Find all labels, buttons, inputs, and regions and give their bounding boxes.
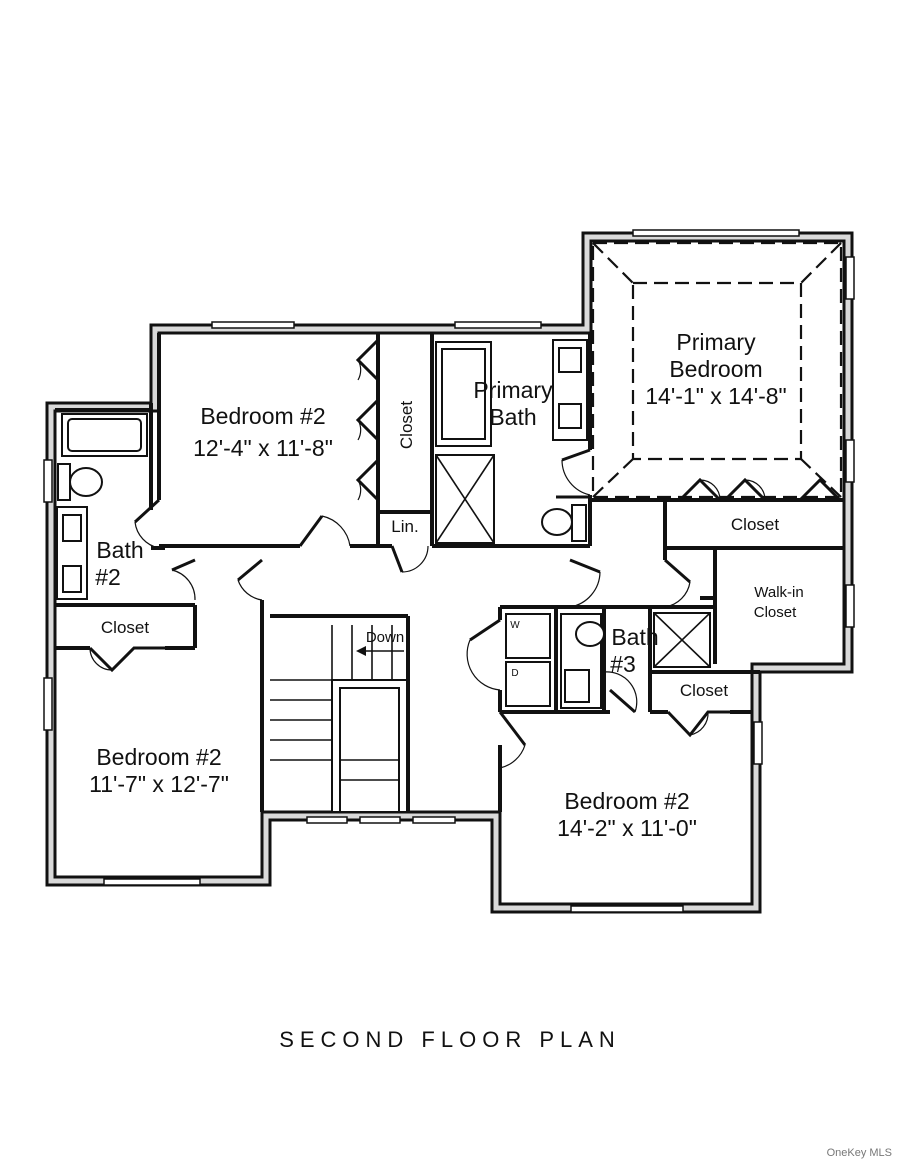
bath2-line1: Bath [96, 537, 143, 563]
bedroom-right-dims: 14'-2" x 11'-0" [557, 815, 697, 841]
closet-bath3-label: Closet [680, 681, 728, 700]
bath2-line2: #2 [95, 564, 121, 590]
primary-bedroom-name-1: Primary [676, 329, 756, 355]
tray-ceiling [591, 241, 843, 499]
bath2-fixtures [56, 413, 148, 600]
washer-label: W [510, 620, 520, 631]
bedroom-left-label: Bedroom #2 11'-7" x 12'-7" [89, 744, 229, 797]
bath2-label: Bath #2 [95, 537, 143, 590]
closet-primary-label: Closet [731, 515, 779, 534]
doors [88, 338, 842, 769]
walkin-label-2: Closet [754, 604, 797, 621]
bath3-line1: Bath [611, 624, 658, 650]
bedroom-top-dims: 12'-4" x 11'-8" [193, 435, 333, 461]
closet-left-label: Closet [101, 618, 149, 637]
bedroom-right-name: Bedroom #2 [564, 788, 689, 814]
primary-bedroom-name-2: Bedroom [669, 356, 762, 382]
bath3-label: Bath #3 [610, 624, 658, 677]
watermark: OneKey MLS [826, 1147, 892, 1159]
linen-label: Lin. [391, 517, 418, 536]
bath3-fixtures [505, 612, 711, 709]
window-set [43, 229, 855, 913]
primary-bedroom-label: Primary Bedroom 14'-1" x 14'-8" [645, 329, 786, 409]
primary-bedroom-dims: 14'-1" x 14'-8" [645, 383, 786, 409]
primary-bath-line1: Primary [473, 377, 553, 403]
closet-vertical-label: Closet [397, 401, 416, 449]
bedroom-left-dims: 11'-7" x 12'-7" [89, 771, 229, 797]
plan-title: SECOND FLOOR PLAN [279, 1027, 621, 1052]
bath3-line2: #3 [610, 651, 636, 677]
bedroom-left-name: Bedroom #2 [96, 744, 221, 770]
walkin-label-1: Walk-in [754, 584, 803, 601]
stairs [270, 625, 408, 813]
bedroom-top-name: Bedroom #2 [200, 403, 325, 429]
bedroom-top-label: Bedroom #2 12'-4" x 11'-8" [193, 403, 333, 461]
dryer-label: D [511, 668, 518, 679]
primary-bath-fixtures [435, 339, 588, 544]
bedroom-right-label: Bedroom #2 14'-2" x 11'-0" [557, 788, 697, 841]
primary-bath-label: Primary Bath [473, 377, 553, 430]
stairs-down-label: Down [366, 629, 404, 646]
primary-bath-line2: Bath [489, 404, 536, 430]
